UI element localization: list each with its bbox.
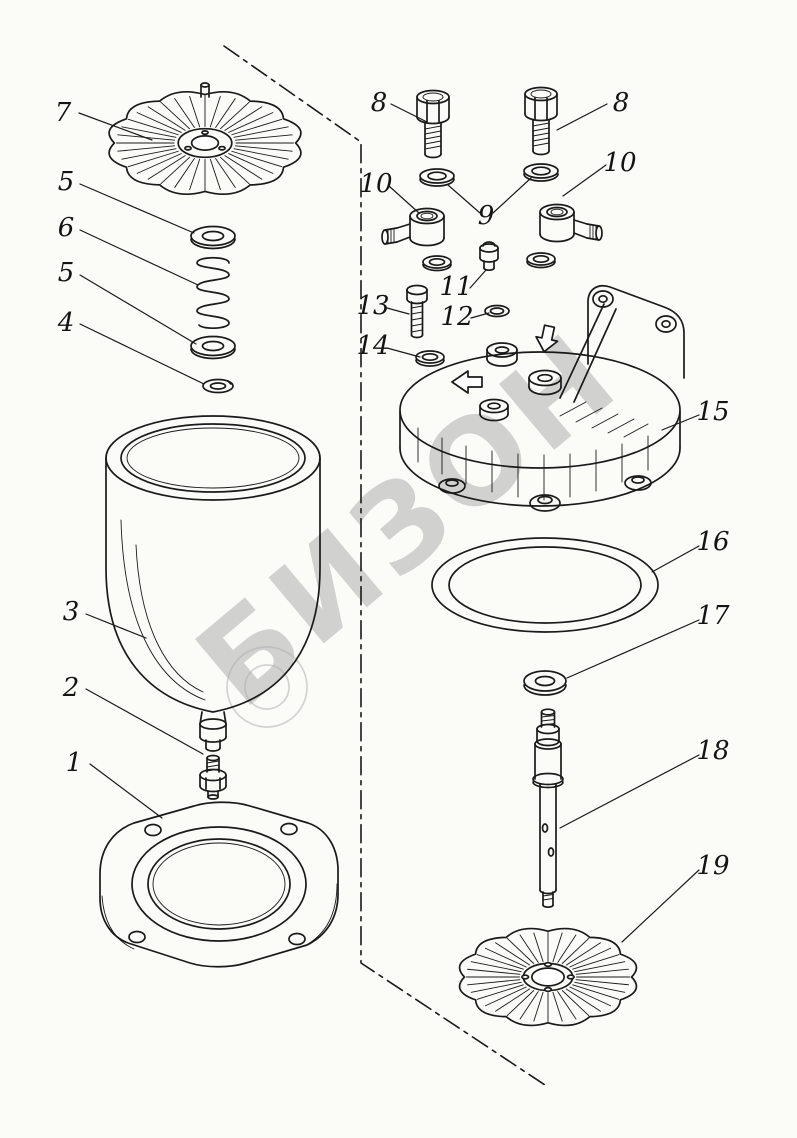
label-10b: 10 bbox=[603, 148, 636, 178]
label-11: 11 bbox=[439, 272, 472, 302]
part-5-washer-lower bbox=[190, 335, 236, 360]
part-6-spring bbox=[196, 256, 230, 329]
label-8a: 8 bbox=[371, 88, 388, 118]
union-washer-left bbox=[422, 255, 452, 272]
part-11-plug bbox=[479, 241, 499, 272]
label-5b: 5 bbox=[58, 258, 75, 288]
label-19: 19 bbox=[696, 851, 729, 881]
part-1-flange bbox=[99, 801, 339, 968]
label-6: 6 bbox=[58, 213, 75, 243]
part-10-fitting-left bbox=[381, 207, 445, 247]
label-15: 15 bbox=[696, 397, 729, 427]
label-2: 2 bbox=[62, 673, 80, 703]
label-4: 4 bbox=[57, 308, 75, 338]
label-1: 1 bbox=[66, 748, 83, 778]
part-12-washer bbox=[484, 304, 510, 318]
label-8b: 8 bbox=[613, 88, 630, 118]
label-9: 9 bbox=[478, 201, 495, 231]
label-3: 3 bbox=[63, 597, 80, 627]
part-8-bolt-right bbox=[524, 86, 558, 156]
label-7: 7 bbox=[55, 98, 72, 128]
part-labels: 7 5 6 5 4 3 2 1 8 8 10 9 10 11 12 13 14 … bbox=[55, 88, 730, 881]
part-19-filter-plate bbox=[460, 929, 637, 1026]
assembly-axis-line bbox=[223, 45, 549, 1088]
label-16: 16 bbox=[696, 527, 729, 557]
part-16-gasket bbox=[431, 537, 659, 633]
label-17: 17 bbox=[696, 601, 730, 631]
part-2-drain-plug bbox=[199, 754, 227, 800]
part-17-washer bbox=[523, 670, 567, 696]
part-4-lock-ring bbox=[202, 378, 234, 394]
label-14: 14 bbox=[356, 331, 389, 361]
part-15-filter-head bbox=[399, 284, 685, 512]
part-5-washer-upper bbox=[190, 225, 236, 250]
part-7-filter-plate bbox=[109, 82, 301, 194]
part-10-fitting-right bbox=[539, 203, 603, 243]
part-18-center-rod bbox=[532, 708, 564, 909]
part-3-bowl bbox=[105, 415, 321, 752]
part-9-washer-right bbox=[523, 163, 559, 182]
union-washer-right bbox=[526, 252, 556, 269]
label-18: 18 bbox=[696, 736, 729, 766]
label-5a: 5 bbox=[58, 167, 75, 197]
part-8-bolt-left bbox=[416, 89, 450, 159]
leader-lines bbox=[78, 103, 700, 943]
label-12: 12 bbox=[440, 302, 473, 332]
part-14-washer bbox=[415, 350, 445, 367]
part-13-bolt bbox=[406, 284, 428, 339]
label-13: 13 bbox=[356, 291, 389, 321]
label-10a: 10 bbox=[359, 169, 392, 199]
part-9-washer-left bbox=[419, 168, 455, 187]
